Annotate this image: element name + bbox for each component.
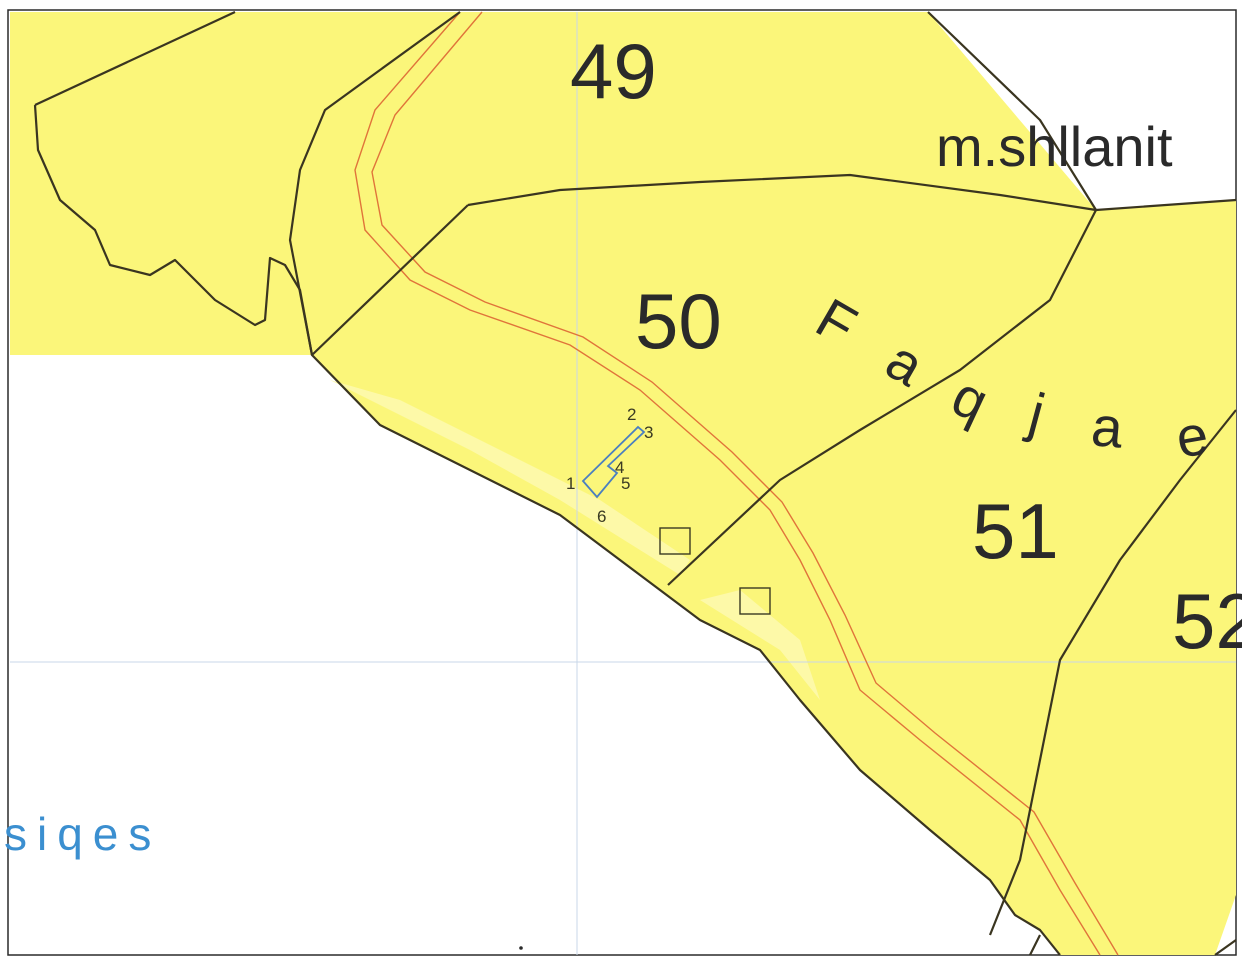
parcel-number-50: 50 [635, 277, 722, 365]
faqjae-letter: a [1089, 394, 1126, 460]
map-dot [519, 946, 523, 950]
parcel-number-51: 51 [972, 487, 1059, 575]
vertex-number: 2 [627, 405, 636, 424]
vertex-number: 6 [597, 507, 606, 526]
vertex-number: 4 [615, 458, 624, 477]
sea-label: siqes [4, 808, 161, 860]
plot-outline [581, 425, 646, 499]
vertex-number: 1 [566, 474, 575, 493]
vertex-number: 3 [644, 423, 653, 442]
vertex-number: 5 [621, 474, 630, 493]
road [354, 11, 1119, 956]
building-square [739, 587, 771, 615]
land-area [10, 12, 1236, 955]
parcel-number-49: 49 [570, 27, 657, 115]
plot-vertex-numbers: 1 2 3 4 5 6 [566, 405, 653, 526]
parcel-number-52: 52 [1172, 577, 1242, 665]
building-square [659, 527, 691, 555]
grid-lines [10, 12, 1236, 955]
parcel-boundaries [33, 11, 1237, 956]
place-label-shllanit: m.shllanit [936, 115, 1173, 178]
